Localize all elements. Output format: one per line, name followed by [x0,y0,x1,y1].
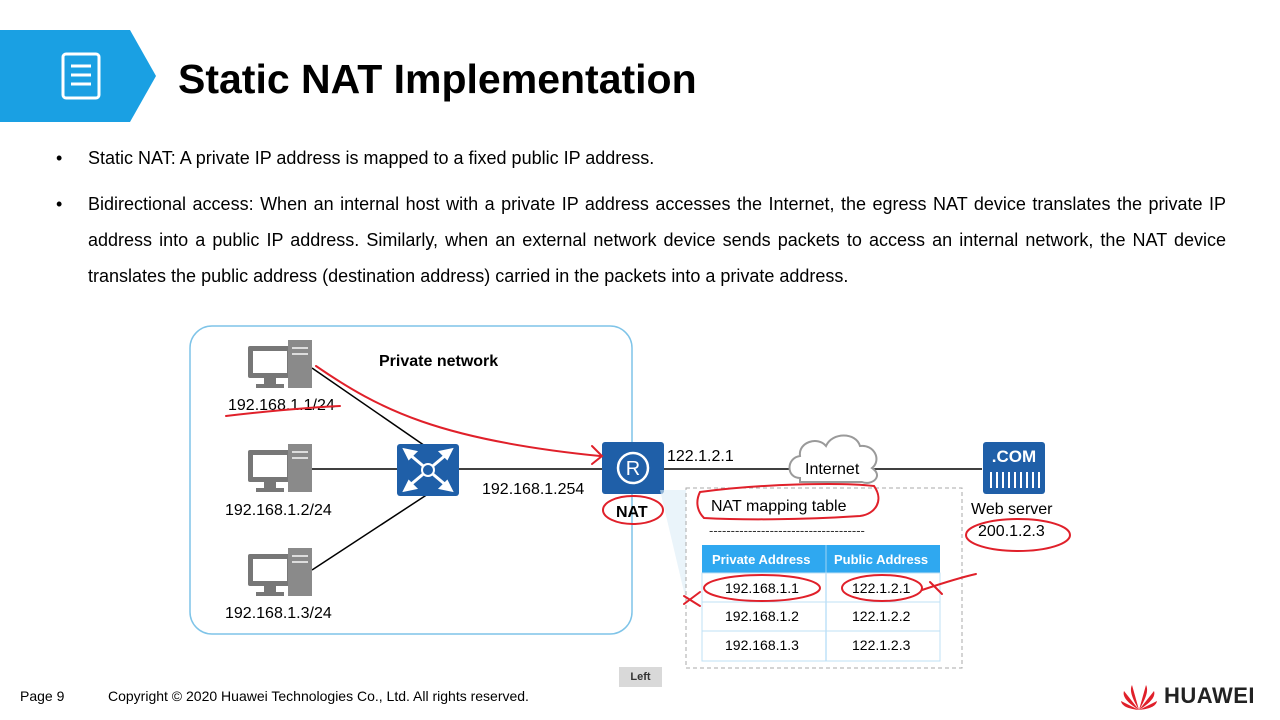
bullet-text: Bidirectional access: When an internal h… [88,194,1226,286]
router-wan-ip: 122.1.2.1 [667,448,734,465]
annotation-cross-right [929,581,943,595]
huawei-logo: HUAWEI [1120,680,1255,712]
host-ip-label: 192.168.1.3/24 [225,605,332,622]
server-badge: .COM [992,447,1036,466]
link-host1-switch [311,367,429,449]
bullet-item: • Bidirectional access: When an internal… [56,186,1226,294]
annotation-cross-left [683,591,701,607]
router-lan-ip: 192.168.1.254 [482,481,584,498]
huawei-flower-icon [1121,685,1157,710]
page-number: Page 9 [20,688,65,704]
header-tab [0,30,156,122]
document-icon [61,52,101,100]
internet-cloud-icon [788,434,878,484]
annotation-circle-table-title [696,483,880,521]
annotation-circle-nat [602,495,664,525]
bullet-dot: • [56,148,63,168]
internet-label: Internet [805,461,860,478]
table-cell: 122.1.2.1 [852,580,911,596]
bullet-text: Static NAT: A private IP address is mapp… [88,148,655,168]
server-label: Web server [971,501,1053,518]
server-ip: 200.1.2.3 [978,523,1045,540]
router-letter: R [626,458,640,480]
pc-icon [248,444,312,492]
annotation-arrowhead [591,445,604,465]
bullet-dot: • [56,194,63,214]
pc-icon [248,340,312,388]
annotation-circle-row-private [703,574,821,602]
brand-text: HUAWEI [1164,683,1255,708]
nat-table-separator: ------------------------------------ [709,523,865,538]
host-ip-label: 192.168.1.1/24 [228,397,335,414]
annotation-underline-host1 [225,405,341,417]
pc-icon [248,548,312,596]
table-cell: 192.168.1.2 [725,608,799,624]
bullet-item: • Static NAT: A private IP address is ma… [56,140,1226,176]
annotation-circle-server-ip [965,518,1071,552]
table-cell: 192.168.1.3 [725,637,799,653]
copyright: Copyright © 2020 Huawei Technologies Co.… [108,688,529,704]
annotation-circle-row-public [841,574,923,602]
table-cell: 192.168.1.1 [725,580,799,596]
private-network-label: Private network [379,353,498,370]
router-icon: R [602,442,664,494]
table-header-row [702,545,940,573]
host-ip-label: 192.168.1.2/24 [225,502,332,519]
annotation-arrow-to-router [315,365,601,457]
router-label: NAT [616,504,648,521]
table-header-private: Private Address [712,552,811,567]
left-tag: Left [619,667,662,687]
bullet-list: • Static NAT: A private IP address is ma… [56,140,1226,304]
annotation-arrow-right [921,573,977,591]
table-cell: 122.1.2.2 [852,608,911,624]
link-host3-switch [311,493,429,571]
web-server-icon [983,442,1045,494]
page-title: Static NAT Implementation [178,56,697,102]
switch-icon [397,444,459,496]
red-annotations [225,365,1071,607]
table-cell: 122.1.2.3 [852,637,911,653]
nat-table-title: NAT mapping table [711,498,847,515]
table-header-public: Public Address [834,552,928,567]
